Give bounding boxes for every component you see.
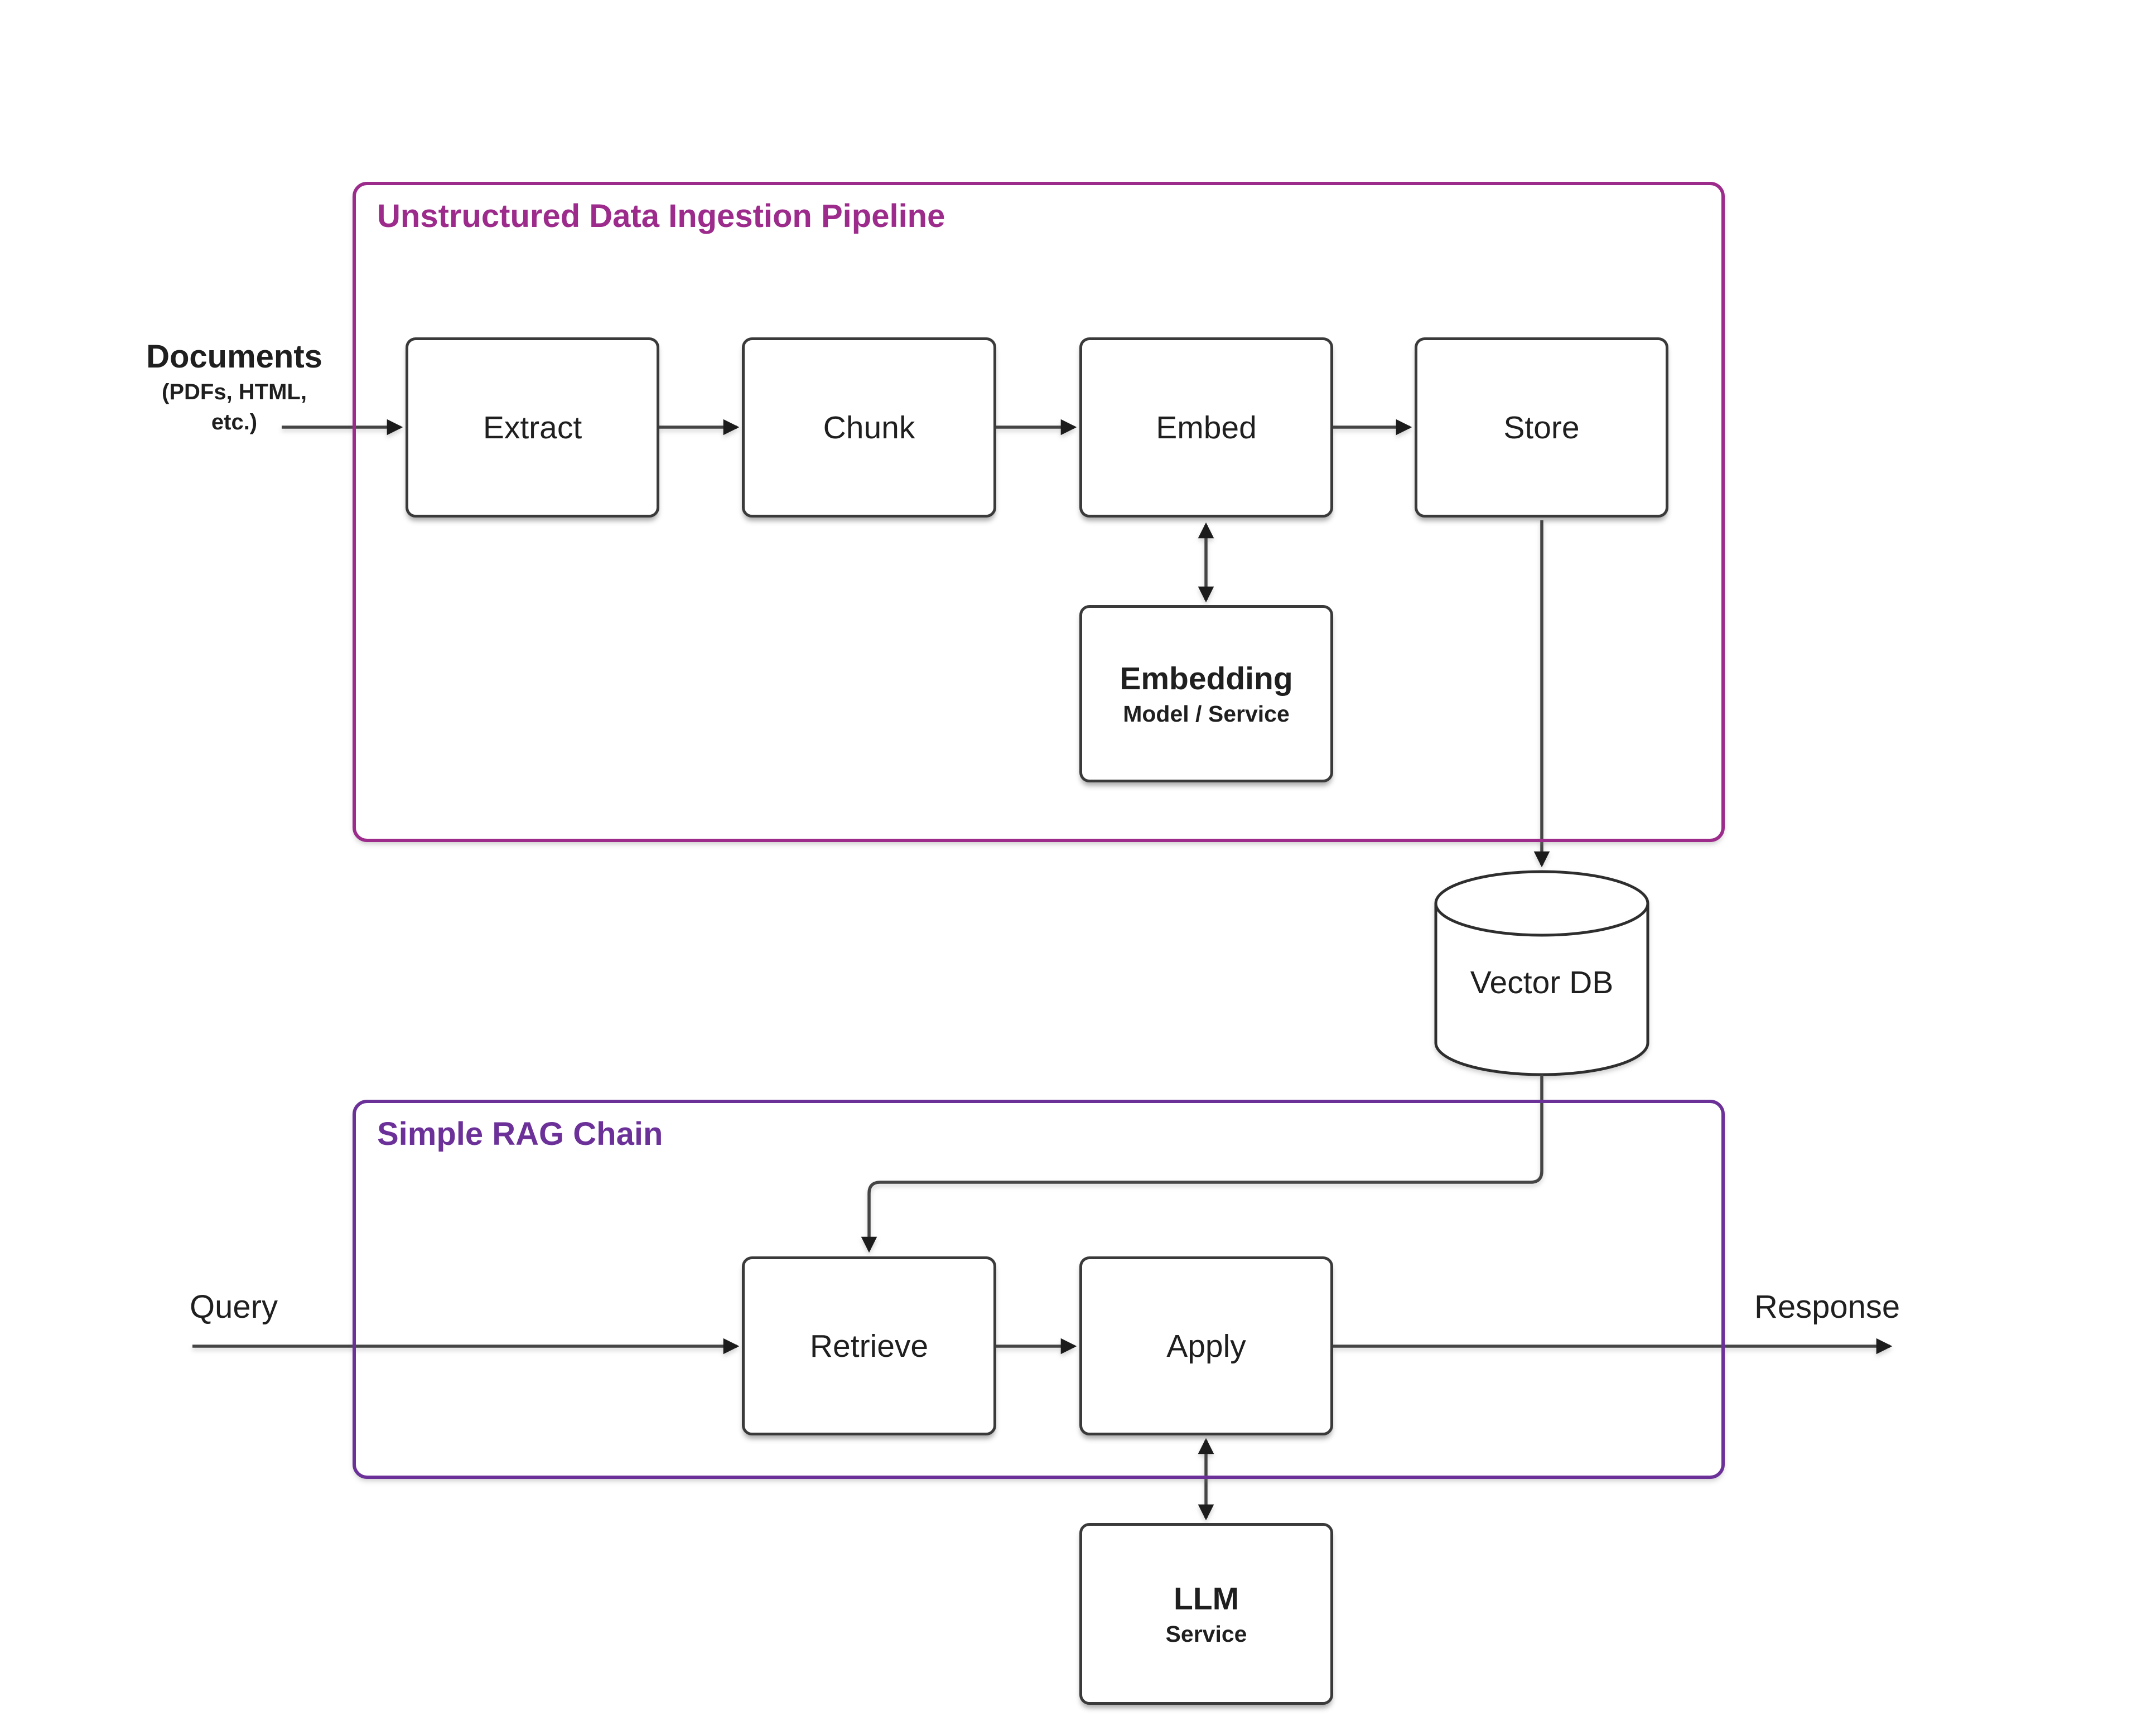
node-apply-label: Apply [1166, 1328, 1246, 1364]
vector-db-label: Vector DB [1470, 965, 1614, 1000]
node-retrieve: Retrieve [742, 1256, 996, 1435]
rag-chain-container [353, 1100, 1725, 1479]
documents-sublabel-line1: (PDFs, HTML, [162, 380, 307, 404]
connector-vector-db-to-retrieve [861, 1075, 1543, 1253]
node-llm-sublabel: Service [1165, 1621, 1247, 1647]
node-chunk-label: Chunk [823, 409, 915, 446]
node-extract-label: Extract [483, 409, 582, 446]
node-retrieve-label: Retrieve [809, 1328, 929, 1364]
node-chunk: Chunk [742, 337, 996, 518]
ingestion-pipeline-container [353, 182, 1725, 842]
documents-sublabel-line2: etc.) [211, 410, 258, 434]
ingestion-pipeline-title: Unstructured Data Ingestion Pipeline [377, 198, 945, 234]
node-llm-service: LLM Service [1079, 1523, 1333, 1705]
node-store: Store [1415, 337, 1668, 518]
node-store-label: Store [1503, 409, 1580, 446]
node-embedding-model: Embedding Model / Service [1079, 605, 1333, 782]
node-apply: Apply [1079, 1256, 1333, 1435]
node-embed-label: Embed [1156, 409, 1257, 446]
query-label: Query [190, 1289, 278, 1325]
node-extract: Extract [406, 337, 659, 518]
rag-chain-title: Simple RAG Chain [377, 1116, 663, 1152]
response-label: Response [1754, 1289, 1900, 1325]
node-embedding-label: Embedding [1120, 661, 1293, 697]
documents-label: Documents [146, 339, 322, 375]
node-llm-label: LLM [1173, 1581, 1239, 1617]
node-embed: Embed [1079, 337, 1333, 518]
node-embedding-sublabel: Model / Service [1123, 701, 1290, 727]
documents-label-block: Documents (PDFs, HTML, etc.) [84, 337, 385, 437]
vector-db-cylinder-top [1434, 870, 1649, 937]
